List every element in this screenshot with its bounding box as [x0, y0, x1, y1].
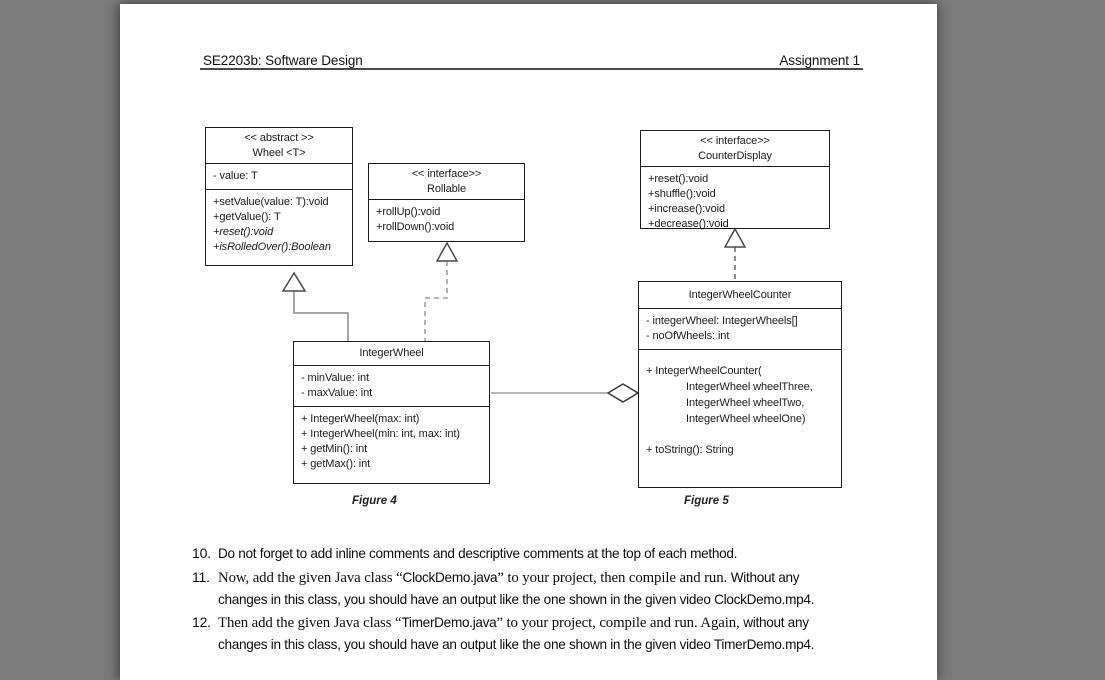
- list-text-segment: without any: [743, 615, 809, 630]
- list-text-segment: TimerDemo.java: [401, 615, 497, 630]
- uml-stereotype: << abstract >>: [244, 132, 314, 144]
- uml-class-header: << interface>> CounterDisplay: [641, 131, 829, 166]
- uml-stereotype: << interface>>: [700, 135, 770, 147]
- list-text-segment: ” to your project, compile and run. Agai…: [496, 615, 744, 631]
- list-text: Then add the given Java class “TimerDemo…: [218, 612, 858, 655]
- list-text-segment: ” to your project, then compile and run.: [497, 570, 731, 586]
- list-number: 12.: [192, 614, 211, 630]
- uml-method: + IntegerWheelCounter(: [646, 365, 762, 377]
- generalization-triangle-icon: [281, 271, 307, 292]
- uml-class-rollable: << interface>>Rollable+rollUp():void+rol…: [368, 163, 525, 242]
- list-item-10: 10. Do not forget to add inline comments …: [192, 543, 864, 564]
- uml-attribute: - noOfWheels: int: [646, 330, 730, 342]
- uml-method: +shuffle():void: [648, 188, 716, 200]
- uml-method: + getMax(): int: [301, 458, 371, 470]
- uml-class-name: Wheel <T>: [252, 147, 306, 159]
- doc-header-course: SE2203b: Software Design: [203, 53, 363, 68]
- uml-method: +decrease():void: [648, 218, 729, 230]
- list-item-12: 12. Then add the given Java class “TimerD…: [192, 612, 864, 655]
- uml-class-counter-display: << interface>> CounterDisplay +reset():voi…: [640, 130, 830, 230]
- document-page: SE2203b: Software Design Assignment 1 <<…: [120, 4, 937, 680]
- uml-methods-compartment: +reset():void +shuffle():void +increase():…: [641, 166, 829, 237]
- uml-attributes-compartment: - minValue: int - maxValue: int: [294, 365, 489, 406]
- list-number: 11.: [192, 569, 210, 585]
- list-text-segment: changes in this class, you should have a…: [218, 637, 815, 652]
- header-rule: [200, 68, 863, 70]
- uml-method: +rollUp():void: [376, 206, 441, 218]
- uml-method: IntegerWheel wheelOne): [686, 413, 806, 425]
- uml-method: +reset():void: [648, 173, 709, 185]
- uml-attribute: - minValue: int: [301, 372, 369, 384]
- uml-class-name: CounterDisplay: [698, 150, 772, 162]
- figure-caption-5: Figure 5: [684, 495, 729, 507]
- list-text-segment: Now, add the given Java class “: [218, 570, 403, 586]
- uml-attribute: - integerWheel: IntegerWheels[]: [646, 315, 798, 327]
- uml-method: +isRolledOver():Boolean: [213, 241, 331, 253]
- uml-class-header: IntegerWheel: [294, 342, 489, 365]
- uml-class-integer-wheel-counter: IntegerWheelCounter - integerWheel: Integ…: [638, 281, 842, 488]
- list-text-segment: changes in this class, you should have a…: [218, 592, 815, 607]
- uml-methods-compartment: +rollUp():void +rollDown():void: [369, 199, 524, 241]
- uml-method: +reset():void: [213, 226, 274, 238]
- uml-class-name: IntegerWheel: [359, 347, 424, 359]
- uml-method: IntegerWheel wheelTwo,: [686, 397, 805, 409]
- list-text-segment: Do not forget to add inline comments and…: [218, 546, 738, 561]
- uml-method: + toString(): String: [646, 444, 734, 456]
- list-text-segment: Then add the given Java class “: [218, 615, 402, 631]
- uml-attributes-compartment: - integerWheel: IntegerWheels[] - noOfWhe…: [639, 308, 841, 349]
- uml-method: + getMin(): int: [301, 443, 368, 455]
- uml-method: +getValue(): T: [213, 211, 281, 223]
- uml-class-integer-wheel: IntegerWheel - minValue: int - maxValue: i…: [293, 341, 490, 484]
- uml-method: + IntegerWheel(min: int, max: int): [301, 428, 460, 440]
- aggregation-diamond-icon: [606, 383, 640, 403]
- list-text-segment: Without any: [730, 570, 800, 585]
- list-number: 10.: [192, 545, 211, 561]
- doc-header-assignment: Assignment 1: [779, 53, 860, 68]
- uml-methods-compartment: + IntegerWheel(max: int) + IntegerWheel(m…: [294, 406, 489, 483]
- uml-method: +rollDown():void: [376, 221, 455, 233]
- realization-line-integerwheel-rollable: [424, 261, 448, 341]
- uml-attribute: - maxValue: int: [301, 387, 373, 399]
- uml-method: +setValue(value: T):void: [213, 196, 329, 208]
- uml-class-name: IntegerWheelCounter: [688, 289, 792, 301]
- uml-class-header: << abstract >> Wheel <T>: [206, 128, 352, 163]
- realization-triangle-icon: [435, 241, 459, 262]
- list-item-11: 11. Now, add the given Java class “ClockD…: [192, 567, 864, 610]
- generalization-line-integerwheel-wheel: [293, 291, 349, 341]
- uml-method: + IntegerWheel(max: int): [301, 413, 420, 425]
- list-text: Now, add the given Java class “ClockDemo…: [218, 567, 858, 610]
- uml-methods-compartment: +setValue(value: T):void +getValue(): T +r…: [206, 189, 352, 265]
- uml-attribute: - value: T: [213, 170, 258, 182]
- uml-class-header: << interface>> Rollable: [369, 164, 524, 199]
- uml-attributes-compartment: - value: T: [206, 163, 352, 189]
- list-text-segment: ClockDemo.java: [402, 570, 498, 585]
- uml-class-wheel: << abstract >> Wheel <T> - value: T +setVal…: [205, 127, 353, 266]
- uml-method: +increase():void: [648, 203, 725, 215]
- uml-class-header: IntegerWheelCounter: [639, 282, 841, 308]
- figure-caption-4: Figure 4: [352, 495, 397, 507]
- uml-methods-compartment: + IntegerWheelCounter( IntegerWheel wheel…: [639, 349, 841, 487]
- list-text: Do not forget to add inline comments and…: [218, 543, 858, 564]
- uml-method: IntegerWheel wheelThree,: [686, 381, 813, 393]
- uml-class-name: Rollable: [427, 183, 466, 195]
- uml-stereotype: << interface>>: [411, 168, 482, 180]
